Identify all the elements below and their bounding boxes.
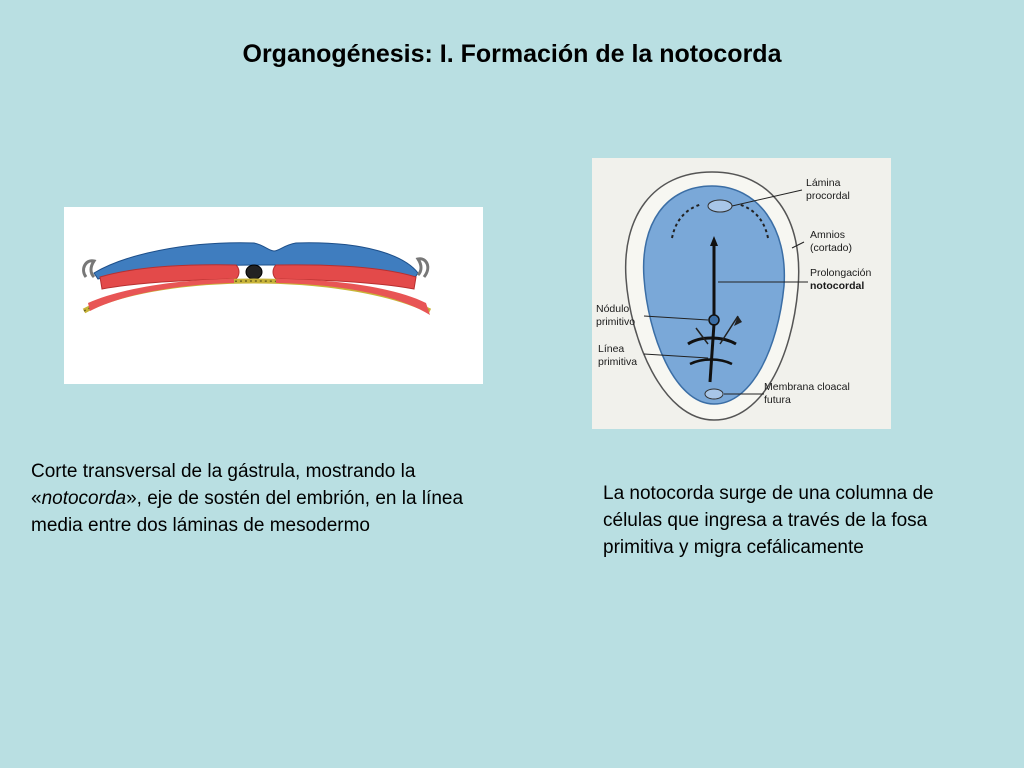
primitive-streak (708, 323, 716, 383)
extraembryonic-mesoderm-right (276, 279, 430, 315)
amnion-right (415, 257, 430, 278)
slide-title: Organogénesis: I. Formación de la notoco… (242, 40, 782, 68)
primitive-node (708, 314, 720, 326)
left-caption-before: Corte transversal de la gástrula, mostra… (31, 461, 416, 509)
label-primitiva: primitiva (598, 356, 637, 368)
embryonic-disc-figure: Lámina procordal Amnios (cortado) Prolon… (592, 158, 891, 429)
label-linea: Línea (598, 343, 624, 355)
label-procordal: procordal (806, 190, 850, 202)
mesoderm-left (99, 264, 240, 290)
left-caption-after: », eje de sostén del embrión, en la líne… (31, 488, 464, 536)
endoderm-layer (82, 278, 432, 314)
amnion-left (82, 259, 97, 279)
label-membrana: Membrana cloacal (764, 381, 850, 393)
label-primitivo: primitivo (596, 316, 635, 328)
label-lamina: Lámina (806, 177, 841, 189)
label-amnios: Amnios (810, 229, 845, 241)
prechordal-plate (707, 199, 733, 213)
extraembryonic-mesoderm-left (88, 279, 234, 311)
label-prolongacion: Prolongación (810, 267, 871, 279)
notochord (245, 264, 263, 280)
label-futura: futura (764, 394, 791, 406)
cloacal-membrane (704, 388, 724, 400)
label-notocordal: notocordal (810, 280, 864, 292)
left-caption: Corte transversal de la gástrula, mostra… (31, 458, 511, 539)
left-caption-italic: notocorda (41, 488, 127, 509)
right-caption: La notocorda surge de una columna de cél… (603, 483, 934, 558)
mesoderm-right (272, 264, 417, 290)
label-nodulo: Nódulo (596, 303, 629, 315)
gastrula-cross-section-figure (64, 207, 483, 384)
label-cortado: (cortado) (810, 242, 852, 254)
